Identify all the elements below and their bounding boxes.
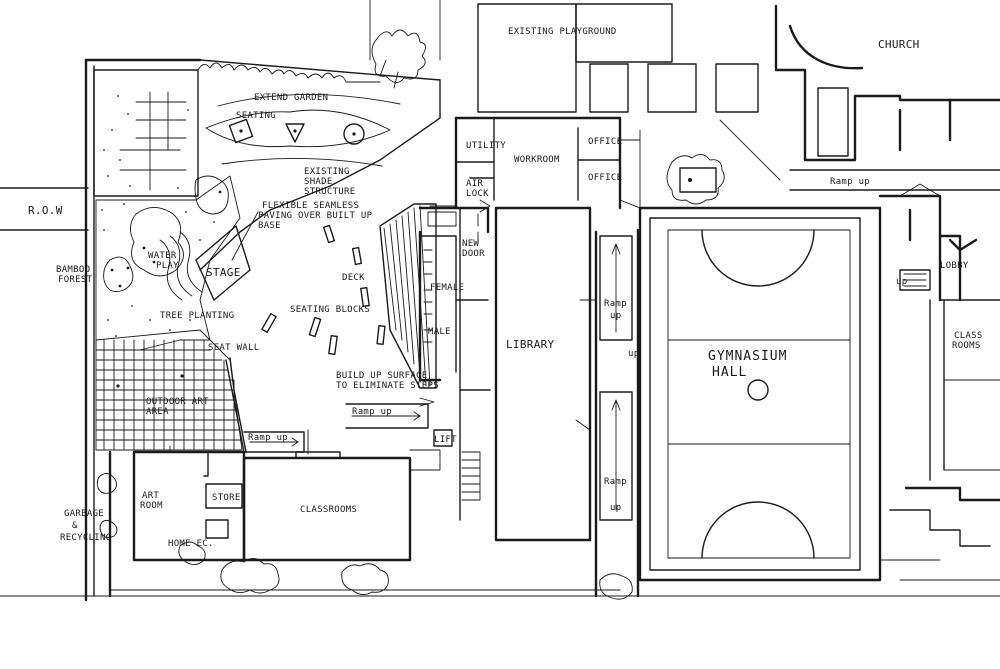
courtyard-boundary: FLEXIBLE SEAMLESS PAVING OVER BUILT UP B… (199, 117, 441, 271)
planter-box (666, 119, 781, 205)
gymnasium-label-1: GYMNASIUM (708, 349, 787, 364)
ramp-up-label-1: Ramp up (248, 433, 288, 443)
up-label-4: up (896, 277, 907, 287)
up-label-1: up (610, 311, 621, 321)
new-door-label-1: NEW (462, 239, 479, 249)
extend-garden: EXTEND GARDEN (93, 29, 426, 197)
stipple-bamboo (101, 190, 222, 337)
outdoor-art-label-2: AREA (146, 407, 169, 417)
lift-label: LIFT (434, 435, 457, 445)
classrooms-lower: CLASSROOMS (242, 429, 441, 562)
flexible-paving-label-3: BASE (258, 221, 281, 231)
row-label: R.O.W (28, 204, 63, 217)
classrooms-lower-label: CLASSROOMS (300, 505, 357, 515)
ramp-up-church-label: Ramp up (830, 177, 870, 187)
ramp-corridor: Ramp Ramp up up up (594, 228, 640, 600)
ramp-art-area: Ramp up Ramp up (243, 403, 429, 453)
gymnasium-label-2: HALL (712, 365, 747, 380)
stage: STAGE (195, 225, 251, 301)
male-label: MALE (428, 327, 451, 337)
stage-label: STAGE (206, 266, 241, 279)
ramp-right-label: Ramp (604, 299, 627, 309)
up-label-2: up (610, 503, 621, 513)
build-up-label-1: BUILD UP SURFACE (336, 371, 428, 381)
gymnasium: GYMNASIUM HALL (638, 206, 882, 582)
garbage-label-2: & (72, 521, 78, 531)
existing-playground-label: EXISTING PLAYGROUND (508, 27, 617, 37)
art-room-label-2: ROOM (140, 501, 163, 511)
flexible-paving-label-2: PAVING OVER BUILT UP (258, 211, 373, 221)
art-room-label-1: ART (142, 491, 159, 501)
church: CHURCH Ramp up (774, 4, 1000, 191)
seating-label: SEATING (236, 111, 276, 121)
workroom-block: UTILITY WORKROOM OFFICE OFFICE AIR LOCK (454, 116, 641, 210)
church-label: CHURCH (878, 38, 920, 51)
garbage-label-1: GARBAGE (64, 509, 104, 519)
build-up-label-2: TO ELIMINATE STEPS (336, 381, 439, 391)
bamboo-forest-label-1: BAMBOO (56, 265, 90, 275)
up-label-3: up (628, 349, 639, 359)
misc-lines (419, 199, 641, 407)
outdoor-art-label-1: OUTDOOR ART (146, 397, 209, 407)
outdoor-art-area: SEAT WALL OUTDOOR ART AREA (95, 329, 259, 453)
air-lock-label-2: LOCK (466, 189, 489, 199)
ramp-right-lower-label: Ramp (604, 477, 627, 487)
flexible-paving-label-1: FLEXIBLE SEAMLESS (262, 201, 359, 211)
extend-garden-label: EXTEND GARDEN (254, 93, 328, 103)
ramp-up-label-2: Ramp up (352, 407, 392, 417)
existing-shade-label-2: SHADE (304, 177, 333, 187)
seating-blocks: SEATING BLOCKS DECK BUILD UP SURFACE TO … (261, 224, 439, 391)
female-label: FEMALE (430, 283, 464, 293)
home-ec-label: HOME EC. (168, 539, 214, 549)
office-2-label: OFFICE (588, 173, 622, 183)
deck (379, 203, 437, 389)
classrooms-right-label-1: CLASS (954, 331, 983, 341)
library-label: LIBRARY (506, 338, 555, 351)
library: LIBRARY LIFT (433, 206, 597, 542)
seat-wall-label: SEAT WALL (208, 343, 259, 353)
tree-planting-label: TREE PLANTING (160, 311, 234, 321)
water-play-label-1: WATER (148, 251, 177, 261)
toilets-block: NEW DOOR FEMALE MALE (418, 206, 490, 382)
seating-blocks-label: SEATING BLOCKS (290, 305, 370, 315)
classrooms-right-label-2: ROOMS (952, 341, 981, 351)
existing-shade-label-3: STRUCTURE (304, 187, 355, 197)
new-door-label-2: DOOR (462, 249, 485, 259)
garbage-label-3: RECYCLING (60, 533, 111, 543)
shrubs-bottom: GARBAGE & RECYCLING (60, 473, 389, 595)
bamboo-forest: BAMBOO FOREST WATER PLAY TREE PLANTING (56, 175, 241, 351)
existing-shade-label-1: EXISTING (304, 167, 350, 177)
office-1-label: OFFICE (588, 137, 622, 147)
existing-playground: EXISTING PLAYGROUND (477, 3, 759, 113)
store-label: STORE (212, 493, 241, 503)
water-play-label-2: PLAY (156, 261, 179, 271)
right-wing: LOBBY CLASS ROOMS up (878, 183, 1000, 581)
art-room-block: ART ROOM STORE HOME EC. (108, 445, 246, 598)
seating-shade-structure: SEATING EXISTING SHADE STRUCTURE (205, 94, 401, 197)
deck-label: DECK (342, 273, 365, 283)
bamboo-forest-label-2: FOREST (58, 275, 93, 285)
air-lock-label-1: AIR (466, 179, 483, 189)
stipple-garden (103, 95, 189, 189)
utility-label: UTILITY (466, 141, 506, 151)
lobby-label: LOBBY (940, 261, 969, 271)
workroom-label: WORKROOM (514, 155, 560, 165)
